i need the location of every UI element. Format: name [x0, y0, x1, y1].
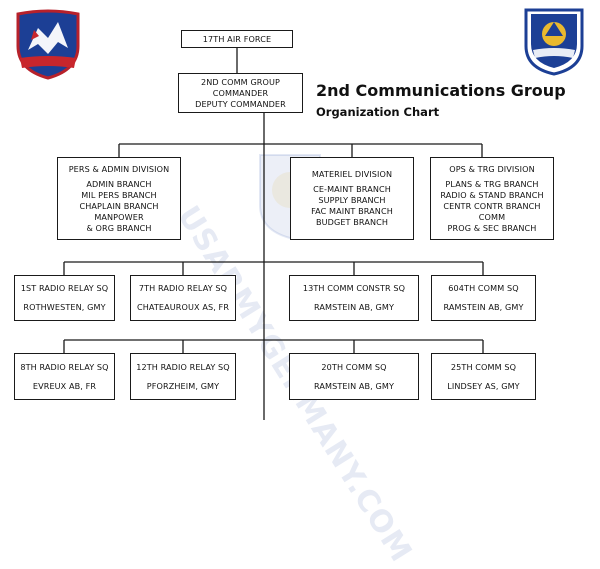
- branch-label: SUPPLY BRANCH: [318, 195, 386, 205]
- branch-label: RADIO & STAND BRANCH: [440, 189, 544, 200]
- group-line: 2ND COMM GROUP: [200, 76, 281, 87]
- squadron-box: 25TH COMM SQ LINDSEY AS, GMY: [431, 353, 536, 400]
- squadron-name: 20TH COMM SQ: [321, 361, 387, 372]
- squadron-box: 8TH RADIO RELAY SQ EVREUX AB, FR: [14, 353, 115, 400]
- branch-label: CENTR CONTR BRANCH: [443, 200, 541, 211]
- group-commander-box: 2ND COMM GROUP COMMANDER DEPUTY COMMANDE…: [178, 73, 303, 113]
- squadron-location: RAMSTEIN AB, GMY: [443, 302, 524, 312]
- squadron-location: PFORZHEIM, GMY: [146, 380, 220, 391]
- branch-label: COMM: [478, 211, 506, 222]
- squadron-name: 1ST RADIO RELAY SQ: [20, 283, 109, 293]
- squadron-name: 8TH RADIO RELAY SQ: [20, 361, 109, 372]
- branch-label: CE-MAINT BRANCH: [313, 184, 391, 194]
- branch-label: MANPOWER: [94, 211, 144, 222]
- squadron-location: LINDSEY AS, GMY: [447, 380, 520, 391]
- branch-label: ADMIN BRANCH: [86, 178, 152, 189]
- division-box-materiel: MATERIEL DIVISION CE-MAINT BRANCH SUPPLY…: [290, 157, 414, 240]
- division-title: MATERIEL DIVISION: [311, 169, 393, 179]
- squadron-location: EVREUX AB, FR: [32, 380, 97, 391]
- squadron-name: 604TH COMM SQ: [448, 283, 519, 293]
- chart-title: 2nd Communications Group: [316, 81, 566, 100]
- chart-subtitle: Organization Chart: [316, 105, 440, 119]
- division-title: OPS & TRG DIVISION: [449, 163, 535, 174]
- branch-label: PROG & SEC BRANCH: [447, 222, 537, 233]
- squadron-name: 7TH RADIO RELAY SQ: [138, 283, 228, 293]
- branch-label: FAC MAINT BRANCH: [311, 206, 393, 216]
- division-box-ops-trg: OPS & TRG DIVISION PLANS & TRG BRANCH RA…: [430, 157, 554, 240]
- squadron-box: 604TH COMM SQ RAMSTEIN AB, GMY: [431, 275, 536, 321]
- squadron-box: 13TH COMM CONSTR SQ RAMSTEIN AB, GMY: [289, 275, 419, 321]
- branch-label: MIL PERS BRANCH: [81, 189, 157, 200]
- squadron-location: CHATEAUROUX AS, FR: [136, 302, 230, 312]
- top-command-box: 17TH AIR FORCE: [181, 30, 293, 48]
- branch-label: BUDGET BRANCH: [315, 217, 389, 227]
- squadron-location: RAMSTEIN AB, GMY: [313, 302, 395, 312]
- group-line: DEPUTY COMMANDER: [195, 98, 286, 109]
- squadron-name: 13TH COMM CONSTR SQ: [302, 283, 406, 293]
- squadron-name: 25TH COMM SQ: [450, 361, 517, 372]
- group-line: COMMANDER: [212, 87, 269, 98]
- branch-label: CHAPLAIN BRANCH: [79, 200, 159, 211]
- branch-label: & ORG BRANCH: [86, 222, 152, 233]
- squadron-box: 20TH COMM SQ RAMSTEIN AB, GMY: [289, 353, 419, 400]
- 17th-air-force-emblem-icon: [16, 9, 80, 80]
- top-command-label: 17TH AIR FORCE: [202, 33, 272, 44]
- squadron-name: 12TH RADIO RELAY SQ: [136, 361, 230, 372]
- division-title: PERS & ADMIN DIVISION: [68, 163, 170, 174]
- division-box-pers-admin: PERS & ADMIN DIVISION ADMIN BRANCH MIL P…: [57, 157, 181, 240]
- connector-lines: [63, 47, 484, 420]
- squadron-box: 12TH RADIO RELAY SQ PFORZHEIM, GMY: [130, 353, 236, 400]
- squadron-box: 7TH RADIO RELAY SQ CHATEAUROUX AS, FR: [130, 275, 236, 321]
- org-chart: USARMYGERMANY.COM: [14, 8, 584, 569]
- 2nd-communications-group-emblem-icon: [524, 8, 584, 76]
- squadron-box: 1ST RADIO RELAY SQ ROTHWESTEN, GMY: [14, 275, 115, 321]
- branch-label: PLANS & TRG BRANCH: [445, 178, 539, 189]
- squadron-location: RAMSTEIN AB, GMY: [313, 380, 395, 391]
- squadron-location: ROTHWESTEN, GMY: [23, 302, 106, 312]
